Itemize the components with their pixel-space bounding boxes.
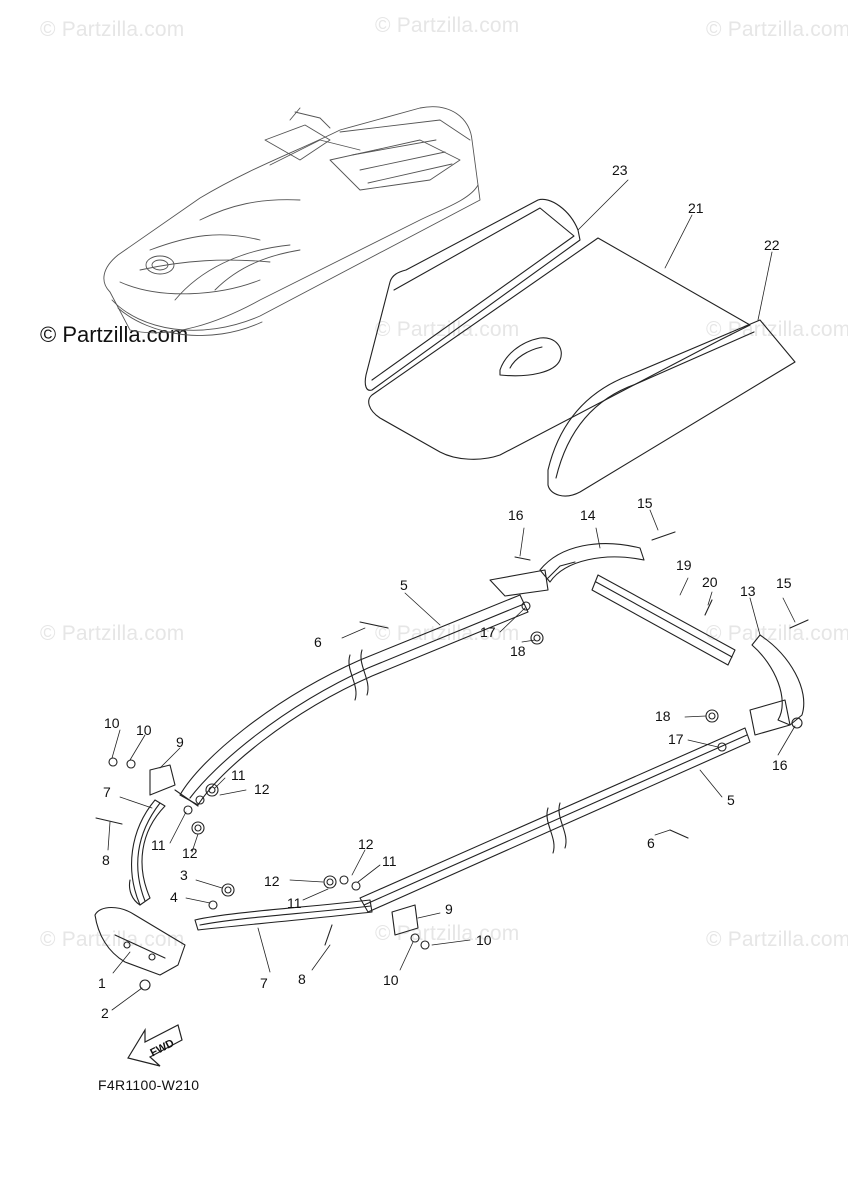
rail-7-left	[128, 799, 166, 906]
callout-10: 10	[104, 715, 120, 731]
callout-15: 15	[776, 575, 792, 591]
callout-15: 15	[637, 495, 653, 511]
mat-21	[368, 237, 751, 460]
callout-17: 17	[480, 624, 496, 640]
watermark: © Partzilla.com	[375, 14, 520, 37]
bracket-14	[489, 543, 645, 597]
rail-5-upper	[174, 594, 529, 807]
callout-8: 8	[102, 852, 110, 868]
callout-21: 21	[688, 200, 704, 216]
rail-7-lower	[194, 899, 373, 931]
watercraft-illustration	[103, 106, 481, 336]
callout-11: 11	[231, 767, 246, 783]
callout-9: 9	[176, 734, 184, 750]
watermark: © Partzilla.com	[706, 318, 848, 341]
watermark: © Partzilla.com	[40, 18, 185, 41]
callout-4: 4	[170, 889, 178, 905]
fasteners	[95, 531, 809, 991]
watermark: © Partzilla.com	[375, 318, 520, 341]
callout-18: 18	[655, 708, 671, 724]
callout-6: 6	[647, 835, 655, 851]
callout-14: 14	[580, 507, 596, 523]
mat-22	[547, 319, 796, 497]
callout-12: 12	[182, 845, 198, 861]
callout-13: 13	[740, 583, 756, 599]
callout-9: 9	[445, 901, 453, 917]
callout-3: 3	[180, 867, 188, 883]
callout-8: 8	[298, 971, 306, 987]
callout-11: 11	[151, 837, 166, 853]
callout-10: 10	[383, 972, 399, 988]
callout-20: 20	[702, 574, 718, 590]
callout-23: 23	[612, 162, 628, 178]
callout-1: 1	[98, 975, 106, 991]
strip-19	[591, 574, 736, 666]
callout-10: 10	[476, 932, 492, 948]
callout-10: 10	[136, 722, 152, 738]
callout-11: 11	[287, 895, 302, 911]
callout-16: 16	[508, 507, 524, 523]
callout-7: 7	[103, 784, 111, 800]
callout-12: 12	[254, 781, 270, 797]
fwd-arrow-icon: FWD	[127, 1024, 183, 1067]
callout-5: 5	[727, 792, 735, 808]
callout-19: 19	[676, 557, 692, 573]
watermark: © Partzilla.com	[706, 622, 848, 645]
callout-6: 6	[314, 634, 322, 650]
callout-7: 7	[260, 975, 268, 991]
callout-5: 5	[400, 577, 408, 593]
watermark: © Partzilla.com	[706, 18, 848, 41]
diagram-code: F4R1100-W210	[98, 1077, 200, 1093]
callout-16: 16	[772, 757, 788, 773]
callout-12: 12	[264, 873, 280, 889]
mat-23	[364, 198, 581, 391]
callout-2: 2	[101, 1005, 109, 1021]
callout-11: 11	[382, 853, 397, 869]
watermark: © Partzilla.com	[40, 928, 185, 951]
callout-22: 22	[764, 237, 780, 253]
watermark-main: © Partzilla.com	[40, 322, 189, 347]
watermark: © Partzilla.com	[706, 928, 848, 951]
callout-18: 18	[510, 643, 526, 659]
bumper-1	[94, 906, 186, 976]
rail-5-lower	[359, 727, 751, 913]
watermark: © Partzilla.com	[40, 622, 185, 645]
callout-17: 17	[668, 731, 684, 747]
callout-12: 12	[358, 836, 374, 852]
bracket-13	[749, 634, 805, 736]
